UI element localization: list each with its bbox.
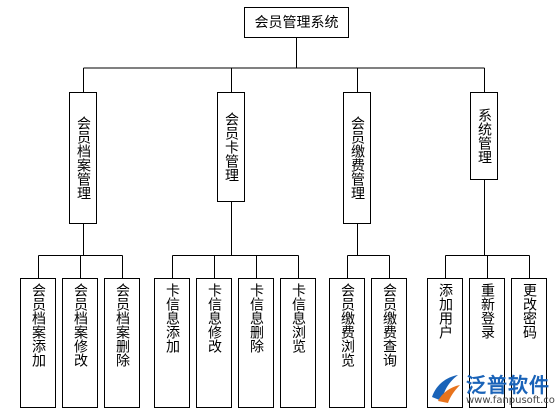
leaf-label: 会员档案删除 <box>114 283 130 367</box>
leaf-node: 更改密码 <box>511 278 547 408</box>
watermark-name: 泛普软件 <box>466 373 550 397</box>
branch-node-member-card: 会员卡管理 <box>217 92 245 202</box>
leaf-label: 更改密码 <box>521 283 537 339</box>
leaf-node: 会员缴费浏览 <box>329 278 365 408</box>
leaf-label: 卡信息修改 <box>206 283 222 353</box>
leaf-label: 会员档案修改 <box>72 283 88 367</box>
root-node: 会员管理系统 <box>244 7 349 38</box>
branch-label: 会员卡管理 <box>223 112 239 182</box>
leaf-label: 会员缴费查询 <box>381 283 397 367</box>
branch-label: 会员档案管理 <box>75 116 91 200</box>
fanpu-logo-icon <box>432 375 460 403</box>
leaf-label: 重新登录 <box>479 283 495 339</box>
leaf-node: 会员档案删除 <box>104 278 140 408</box>
branch-node-member-archive: 会员档案管理 <box>69 92 97 224</box>
leaf-label: 卡信息删除 <box>248 283 264 353</box>
leaf-label: 卡信息浏览 <box>290 283 306 353</box>
watermark-url: www.fanpusoft.com <box>466 395 555 406</box>
branch-label: 会员缴费管理 <box>349 116 365 200</box>
branch-node-system: 系统管理 <box>470 92 498 180</box>
leaf-node: 重新登录 <box>469 278 505 408</box>
leaf-node: 会员档案修改 <box>62 278 98 408</box>
leaf-label: 会员缴费浏览 <box>339 283 355 367</box>
branch-node-member-payment: 会员缴费管理 <box>343 92 371 224</box>
leaf-node: 会员档案添加 <box>20 278 56 408</box>
root-label: 会员管理系统 <box>254 14 339 31</box>
leaf-label: 会员档案添加 <box>30 283 46 367</box>
watermark: 泛普软件 www.fanpusoft.com <box>426 363 555 413</box>
leaf-node: 卡信息修改 <box>196 278 232 408</box>
leaf-label: 卡信息添加 <box>164 283 180 353</box>
leaf-node: 会员缴费查询 <box>371 278 407 408</box>
leaf-label: 添加用户 <box>437 283 453 339</box>
leaf-node: 卡信息添加 <box>154 278 190 408</box>
leaf-node: 卡信息浏览 <box>280 278 316 408</box>
leaf-node: 卡信息删除 <box>238 278 274 408</box>
branch-label: 系统管理 <box>476 108 492 164</box>
